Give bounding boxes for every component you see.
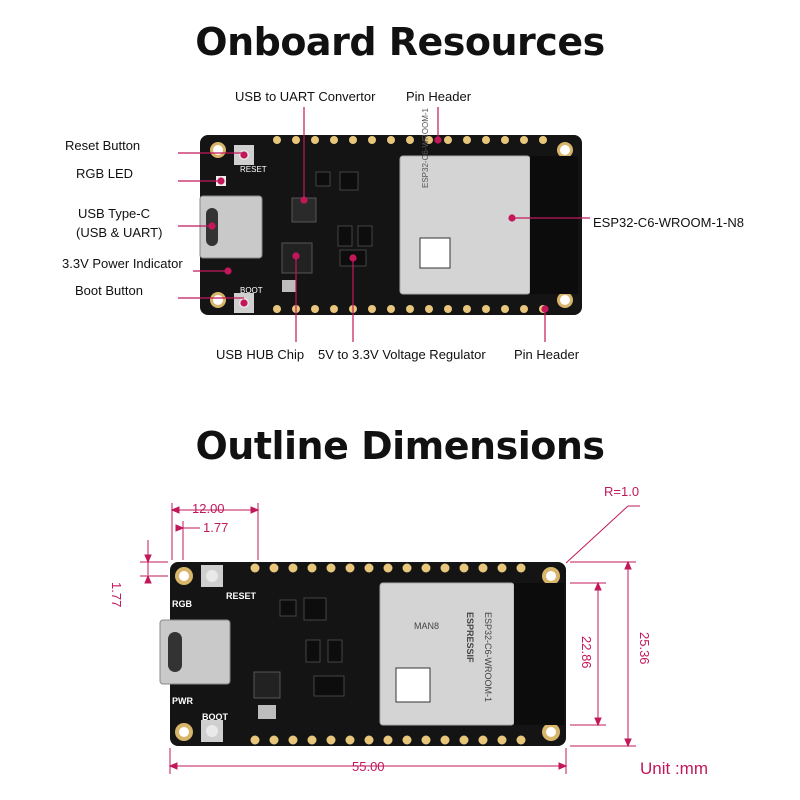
callout-rgb-led: RGB LED	[76, 166, 134, 181]
callout-pin-header-bottom: Pin Header	[514, 347, 580, 362]
dim-board-width: 55.00	[352, 759, 385, 774]
callout-power-indicator: 3.3V Power Indicator	[62, 256, 183, 271]
silk-module-name: ESP32-C6-WROOM-1	[421, 107, 430, 188]
silk-rgb: RGB	[172, 599, 192, 609]
dim-12: 12.00	[192, 501, 225, 516]
callout-regulator: 5V to 3.3V Voltage Regulator	[318, 347, 486, 362]
silk-pwr: PWR	[172, 696, 193, 706]
silk-module-name-2: ESP32-C6-WROOM-1	[483, 612, 493, 703]
callout-boot-button: Boot Button	[75, 283, 143, 298]
dim-radius: R=1.0	[604, 484, 640, 499]
silk-boot-2: BOOT	[202, 712, 228, 722]
dimension-lines	[140, 503, 640, 774]
callout-usb-typec-1: USB Type-C	[78, 206, 151, 221]
bottom-board	[159, 562, 566, 746]
silk-boot: BOOT	[240, 286, 263, 295]
silk-reset-2: RESET	[226, 591, 257, 601]
callout-reset-button: Reset Button	[65, 138, 141, 153]
top-board	[178, 107, 590, 342]
dim-1-77-v: 1.77	[109, 582, 124, 608]
dim-1-77-h: 1.77	[203, 520, 229, 535]
dim-module-height: 22.86	[579, 636, 594, 669]
callout-usb-uart: USB to UART Convertor	[235, 89, 376, 104]
dim-board-height: 25.36	[637, 632, 652, 665]
onboard-resources-title: Onboard Resources	[195, 20, 605, 64]
silk-reset: RESET	[240, 165, 267, 174]
callout-esp-module: ESP32-C6-WROOM-1-N8	[593, 215, 744, 230]
outline-dimensions-title: Outline Dimensions	[195, 424, 605, 468]
silk-brand: ESPRESSIF	[465, 612, 475, 663]
dim-unit: Unit :mm	[640, 759, 708, 778]
callout-usb-hub: USB HUB Chip	[216, 347, 305, 362]
callout-usb-typec-2: (USB & UART)	[76, 225, 163, 240]
silk-module-sub: MAN8	[414, 621, 440, 631]
callout-pin-header-top: Pin Header	[406, 89, 472, 104]
